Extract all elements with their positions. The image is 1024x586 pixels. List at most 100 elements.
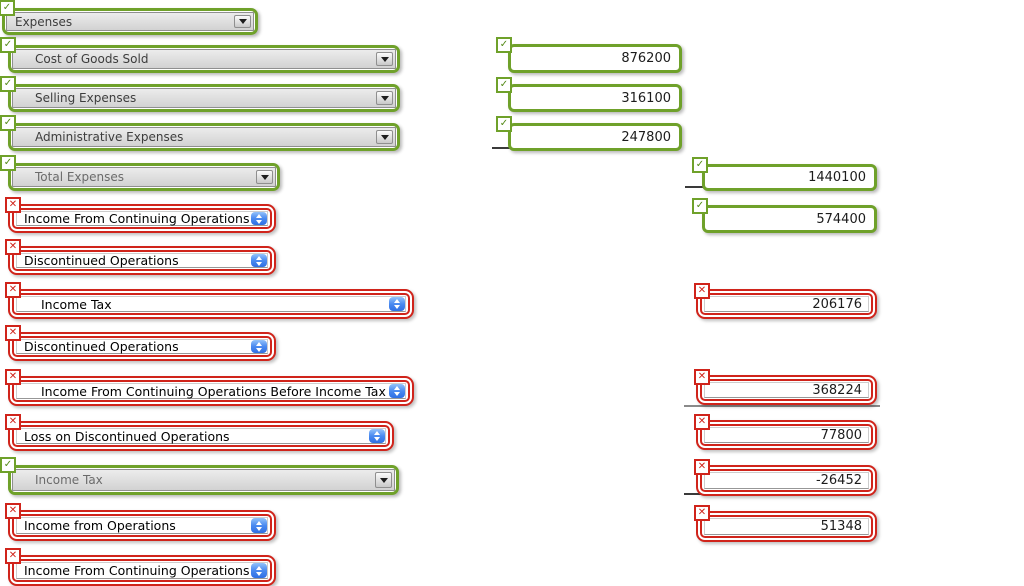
dropdown-arrow-icon[interactable]	[376, 52, 393, 66]
select-label: Discontinued Operations	[24, 253, 179, 268]
amount-input-cogs[interactable]: 876200	[508, 44, 682, 73]
correct-check-icon: ✓	[692, 157, 708, 173]
chevron-up-glyph	[256, 213, 262, 218]
account-select-ifco-before-tax[interactable]: Income From Continuing Operations Before…	[8, 376, 414, 406]
amount-row: ✕ 368224	[694, 369, 877, 405]
chevron-up-glyph	[394, 299, 400, 303]
account-select-expenses[interactable]: Expenses	[2, 8, 258, 35]
account-select-ifco[interactable]: Income From Continuing Operations	[8, 204, 276, 233]
stepper-icon[interactable]	[251, 340, 267, 353]
amount-row: ✕ 77800	[694, 414, 877, 450]
amount-value[interactable]: 368224	[704, 382, 869, 398]
row-selling-expenses: ✓ Selling Expenses	[0, 76, 400, 112]
select-label: Discontinued Operations	[24, 339, 179, 354]
amount-input-ifco[interactable]: 574400	[702, 205, 877, 233]
stepper-icon[interactable]	[251, 518, 267, 533]
account-select-total-expenses[interactable]: Total Expenses	[8, 163, 280, 191]
chevron-down-glyph	[394, 392, 400, 396]
row-income-tax-2: ✓ Income Tax	[0, 457, 399, 495]
amount-input-income-tax-1[interactable]: 206176	[696, 289, 877, 319]
row-administrative-expenses: ✓ Administrative Expenses	[0, 115, 400, 151]
amount-row: ✓ 316100	[496, 77, 682, 112]
row-income-from-continuing-operations: ✕ Income From Continuing Operations	[5, 197, 276, 233]
amount-input-income-tax-2[interactable]: -26452	[696, 465, 877, 496]
row-ifco-before-income-tax: ✕ Income From Continuing Operations Befo…	[5, 369, 414, 406]
row-income-from-operations: ✕ Income from Operations	[5, 503, 276, 541]
select-label: Total Expenses	[35, 170, 125, 184]
stepper-icon[interactable]	[251, 254, 267, 267]
dropdown-arrow-icon[interactable]	[234, 15, 251, 28]
row-discontinued-operations-2: ✕ Discontinued Operations	[5, 325, 276, 361]
incorrect-x-icon: ✕	[694, 283, 710, 299]
account-select-administrative[interactable]: Administrative Expenses	[8, 123, 400, 151]
chevron-up-glyph	[256, 565, 262, 570]
amount-input-income-from-operations[interactable]: 51348	[696, 511, 877, 542]
row-discontinued-operations-1: ✕ Discontinued Operations	[5, 239, 276, 275]
correct-check-icon: ✓	[0, 0, 15, 16]
dropdown-arrow-icon[interactable]	[375, 472, 392, 488]
incorrect-x-icon: ✕	[694, 369, 710, 385]
dropdown-arrow-icon[interactable]	[376, 91, 393, 105]
chevron-up-glyph	[256, 520, 262, 525]
amount-value[interactable]: 206176	[704, 296, 869, 312]
account-select-discontinued-1[interactable]: Discontinued Operations	[8, 246, 276, 275]
account-select-income-tax-2[interactable]: Income Tax	[8, 465, 399, 495]
amount-input-total-expenses[interactable]: 1440100	[702, 164, 877, 191]
incorrect-x-icon: ✕	[694, 505, 710, 521]
amount-value[interactable]: 51348	[704, 518, 869, 535]
arrow-down-glyph	[380, 134, 389, 140]
chevron-up-glyph	[256, 255, 262, 260]
correct-check-icon: ✓	[0, 115, 16, 131]
arrow-down-glyph	[260, 174, 269, 180]
dropdown-arrow-icon[interactable]	[256, 170, 273, 184]
stepper-icon[interactable]	[389, 297, 405, 311]
chevron-down-glyph	[394, 305, 400, 309]
stepper-icon[interactable]	[389, 384, 405, 398]
incorrect-x-icon: ✕	[5, 239, 21, 255]
correct-check-icon: ✓	[692, 198, 708, 214]
select-label: Income from Operations	[24, 518, 176, 533]
amount-row: ✓ 876200	[496, 37, 682, 73]
chevron-down-glyph	[256, 347, 262, 352]
incorrect-x-icon: ✕	[5, 503, 21, 519]
amount-value[interactable]: -26452	[704, 472, 869, 489]
stepper-icon[interactable]	[369, 429, 385, 443]
account-select-income-tax-1[interactable]: Income Tax	[8, 289, 414, 319]
correct-check-icon: ✓	[0, 155, 16, 171]
row-expenses: ✓ Expenses	[0, 0, 258, 35]
select-label: Income From Continuing Operations Before…	[41, 383, 386, 399]
correct-check-icon: ✓	[496, 116, 512, 132]
incorrect-x-icon: ✕	[694, 414, 710, 430]
amount-input-administrative[interactable]: 247800	[508, 123, 682, 151]
incorrect-x-icon: ✕	[5, 325, 21, 341]
amount-row: ✕ 51348	[694, 505, 877, 542]
select-label: Income Tax	[41, 296, 112, 312]
select-label: Loss on Discontinued Operations	[24, 428, 230, 444]
chevron-down-glyph	[256, 219, 262, 224]
select-label: Administrative Expenses	[35, 130, 184, 144]
incorrect-x-icon: ✕	[694, 459, 710, 475]
select-label: Selling Expenses	[35, 91, 137, 105]
amount-input-selling[interactable]: 316100	[508, 84, 682, 112]
amount-value[interactable]: 77800	[704, 427, 869, 443]
incorrect-x-icon: ✕	[5, 282, 21, 298]
dropdown-arrow-icon[interactable]	[376, 130, 393, 144]
select-label: Income From Continuing Operations	[24, 211, 250, 226]
correct-check-icon: ✓	[496, 77, 512, 93]
account-select-discontinued-2[interactable]: Discontinued Operations	[8, 332, 276, 361]
account-select-income-from-operations[interactable]: Income from Operations	[8, 510, 276, 541]
amount-input-ifco-before-tax[interactable]: 368224	[696, 375, 877, 405]
correct-check-icon: ✓	[0, 37, 16, 53]
correct-check-icon: ✓	[0, 76, 16, 92]
chevron-down-glyph	[256, 571, 262, 576]
amount-row: ✓ 574400	[692, 198, 877, 233]
amount-input-loss-discontinued[interactable]: 77800	[696, 420, 877, 450]
account-select-selling[interactable]: Selling Expenses	[8, 84, 400, 112]
account-select-loss-discontinued[interactable]: Loss on Discontinued Operations	[8, 421, 394, 451]
stepper-icon[interactable]	[251, 212, 267, 225]
account-select-cogs[interactable]: Cost of Goods Sold	[8, 45, 400, 73]
accounting-underline	[684, 405, 880, 407]
select-label: Cost of Goods Sold	[35, 52, 149, 66]
chevron-up-glyph	[394, 386, 400, 390]
chevron-down-glyph	[374, 437, 380, 441]
